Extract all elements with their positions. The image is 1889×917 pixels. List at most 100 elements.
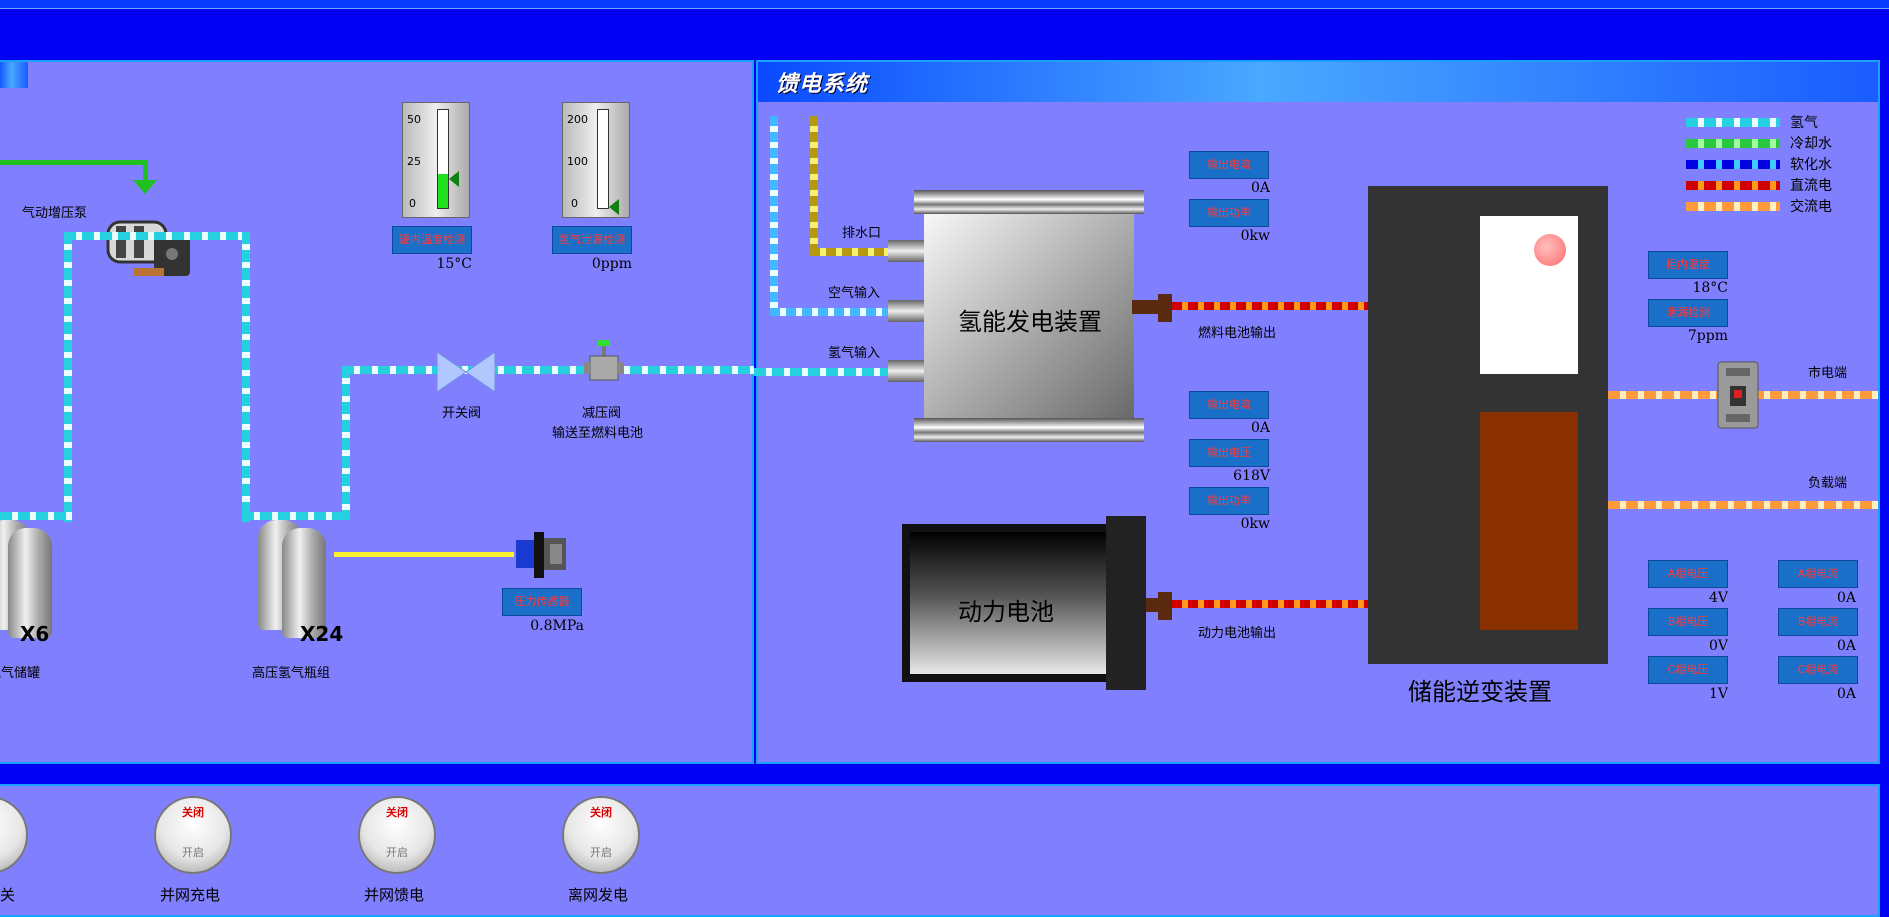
indicator-light-icon [1534, 234, 1566, 266]
legend-label: 氢气 [1790, 115, 1818, 131]
battery-label: 动力电池 [958, 598, 1054, 626]
gauge-tick: 25 [407, 155, 421, 168]
panel-header [0, 62, 28, 88]
panel-title: 馈电系统 [776, 72, 869, 97]
output-connector [1132, 300, 1162, 314]
generator-top-rail [914, 190, 1144, 214]
gauge-tick: 0 [571, 197, 578, 210]
h2-pipe [242, 512, 350, 520]
phase-voltage-tag: A相电压 [1648, 560, 1728, 588]
reduce-valve-label: 减压阀 [582, 406, 622, 421]
readout-value: 618V [1233, 468, 1270, 484]
knob-close-label: 关闭 [386, 806, 408, 819]
pressure-sensor-icon[interactable] [510, 532, 574, 578]
phase-current-tag: A相电流 [1778, 560, 1858, 588]
tank-temperature-gauge: 50 25 0 [402, 102, 470, 218]
mode-label: 并网充电 [160, 886, 221, 904]
readout-tag: 输出功率 [1189, 487, 1269, 515]
hydrogen-tank-group-1 [0, 514, 66, 644]
gauge-tick: 100 [567, 155, 588, 168]
air-booster-pump-icon [104, 202, 204, 288]
fuel-output-label: 燃料电池输出 [1198, 326, 1277, 341]
mode-label: 关 [0, 886, 16, 904]
hydrogen-leak-gauge: 200 100 0 [562, 102, 630, 218]
green-pipe-h [0, 160, 148, 165]
temperature-value: 15°C [436, 256, 472, 272]
hydrogen-leak-value: 0ppm [591, 256, 632, 272]
tank-count-2: X24 [300, 622, 344, 646]
reduce-valve-sub: 输送至燃料电池 [552, 426, 644, 441]
power-battery[interactable]: 动力电池 [902, 516, 1146, 690]
phase-current-value: 0A [1836, 590, 1856, 606]
hydrogen-tank-group-2 [254, 514, 344, 644]
grid-feed-knob[interactable]: 关闭 开启 [358, 796, 436, 874]
knob-open-label: 开启 [182, 846, 204, 859]
readout-value: 7ppm [1687, 328, 1728, 344]
air-pipe [770, 308, 890, 316]
dc-cable [1172, 600, 1368, 608]
h2-input-label: 氢气输入 [828, 346, 881, 361]
drain-label: 排水口 [842, 226, 882, 241]
mode-label: 离网发电 [568, 886, 629, 904]
pressure-reducing-valve-icon[interactable] [584, 340, 624, 388]
legend-label: 交流电 [1790, 199, 1832, 215]
phase-voltage-tag: B相电压 [1648, 608, 1728, 636]
pump-label: 气动增压泵 [22, 206, 88, 221]
readout-tag: 泄漏检测 [1648, 299, 1728, 327]
pressure-sensor-tag: 压力传感器 [502, 588, 582, 616]
fuel-cell-generator[interactable]: 氢能发电装置 [914, 190, 1144, 446]
readout-value: 0kw [1240, 228, 1270, 244]
h2-pipe [342, 366, 350, 520]
pipe-connector [888, 300, 924, 322]
gauge-tick: 0 [409, 197, 416, 210]
readout-tag: 柜内温度 [1648, 251, 1728, 279]
air-input-label: 空气输入 [828, 286, 881, 301]
battery-end-cap [1106, 516, 1146, 690]
top-bar [0, 0, 1889, 9]
switch-valve-icon[interactable] [436, 351, 496, 393]
output-connector [1158, 592, 1172, 620]
battery-face [910, 532, 1108, 674]
phase-current-value: 0A [1836, 638, 1856, 654]
battery-output-label: 动力电池输出 [1198, 626, 1277, 641]
readout-value: 0A [1250, 420, 1270, 436]
gauge-tube [597, 109, 609, 209]
drain-pipe [810, 248, 890, 256]
legend-swatch [1686, 202, 1780, 211]
output-connector [1158, 294, 1172, 322]
green-arrow-icon [133, 180, 157, 194]
gauge-pointer-icon [609, 199, 619, 215]
legend-swatch [1686, 181, 1780, 190]
h2-pipe [242, 232, 250, 522]
energy-storage-inverter[interactable] [1368, 186, 1608, 664]
h2-pipe [64, 232, 72, 522]
pipe-connector [888, 240, 924, 262]
h2-pipe [0, 512, 72, 520]
gauge-tube [437, 109, 449, 209]
off-grid-knob[interactable]: 关闭 开启 [562, 796, 640, 874]
readout-value: 0A [1250, 180, 1270, 196]
dc-cable [1172, 302, 1368, 310]
hydrogen-leak-tag: 氢气泄漏检测 [552, 226, 632, 254]
legend-swatch [1686, 139, 1780, 148]
knob-open-label: 开启 [386, 846, 408, 859]
grid-label: 市电端 [1808, 366, 1848, 381]
legend-swatch [1686, 160, 1780, 169]
circuit-breaker-icon[interactable] [1716, 360, 1760, 430]
readout-value: 18°C [1692, 280, 1728, 296]
tank-label-2: 高压氢气瓶组 [252, 666, 331, 681]
grid-charge-knob[interactable]: 关闭 开启 [154, 796, 232, 874]
generator-label: 氢能发电装置 [958, 308, 1102, 336]
pipe-connector [888, 360, 924, 382]
hydrogen-storage-panel [0, 60, 754, 764]
legend-label: 冷却水 [1790, 136, 1832, 152]
readout-tag: 输出功率 [1189, 199, 1269, 227]
gauge-fill [438, 174, 448, 208]
pressure-value: 0.8MPa [530, 618, 584, 634]
gauge-tick: 200 [567, 113, 588, 126]
phase-voltage-value: 0V [1708, 638, 1728, 654]
phase-current-value: 0A [1836, 686, 1856, 702]
mode-control-panel [0, 784, 1880, 917]
ac-cable-load [1608, 501, 1878, 509]
readout-value: 0kw [1240, 516, 1270, 532]
